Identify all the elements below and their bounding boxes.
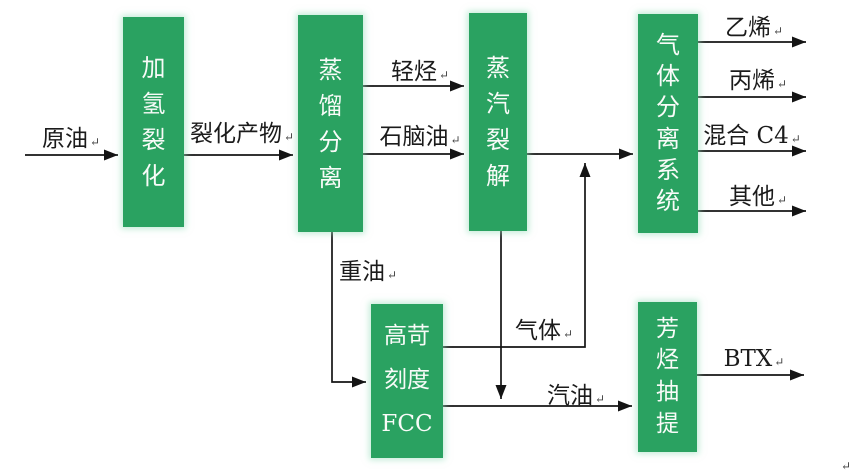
- label-heavy-oil: 重油↵: [330, 252, 406, 286]
- label-heavy-oil-text: 重油: [338, 259, 385, 285]
- label-ethylene-text: 乙烯: [724, 15, 771, 41]
- return-mark-icon: ↵: [283, 130, 295, 144]
- label-propylene: 丙烯↵: [720, 61, 796, 95]
- arrow-heavy-oil-to-fcc: [331, 232, 366, 388]
- return-mark-icon: ↵: [450, 133, 461, 147]
- label-cracking-products: 裂化产物↵: [182, 114, 302, 148]
- return-mark-icon: ↵: [774, 355, 785, 369]
- box-fcc-line-2: 刻度: [384, 367, 430, 394]
- label-others: 其他↵: [720, 177, 796, 211]
- label-others-text: 其他: [728, 184, 775, 210]
- box-steam-cracking-label: 蒸汽裂解: [486, 54, 510, 190]
- box-distillation: 蒸馏分离: [298, 15, 363, 232]
- arrow-fcc-gas-up-to-gas-separation-line: [443, 163, 591, 348]
- label-propylene-text: 丙烯: [728, 68, 775, 94]
- box-fcc-line-3: FCC: [381, 410, 433, 437]
- label-crude-oil: 原油↵: [26, 119, 116, 153]
- box-gas-separation: 气体分离系统: [638, 14, 698, 233]
- label-gas-text: 气体: [514, 318, 561, 344]
- label-btx: BTX↵: [716, 346, 792, 372]
- return-mark-icon: ↵: [841, 459, 852, 473]
- box-fcc-line-1: 高苛: [384, 323, 430, 350]
- label-ethylene: 乙烯↵: [716, 8, 792, 42]
- label-gasoline: 汽油↵: [538, 376, 614, 410]
- label-btx-text: BTX: [723, 346, 773, 372]
- box-aromatics-extraction-label: 芳烃抽提: [656, 315, 679, 437]
- label-cracking-products-text: 裂化产物: [189, 121, 282, 147]
- box-distillation-label: 蒸馏分离: [318, 55, 343, 192]
- label-gas: 气体↵: [506, 311, 582, 345]
- return-mark-icon: ↵: [776, 77, 788, 91]
- box-hydrocracking-label: 加氢裂化: [141, 54, 166, 190]
- label-gasoline-text: 汽油: [546, 383, 593, 409]
- label-naphtha-text: 石脑油: [379, 124, 449, 150]
- return-mark-icon: ↵: [790, 132, 801, 146]
- return-mark-icon: ↵: [776, 193, 788, 207]
- return-mark-icon: ↵: [562, 327, 574, 341]
- return-mark-icon: ↵: [438, 68, 450, 82]
- box-gas-separation-label: 气体分离系统: [656, 30, 680, 215]
- label-light-hydrocarbons-text: 轻烃: [390, 59, 437, 85]
- box-fcc: 高苛 刻度 FCC: [371, 304, 443, 458]
- label-mixed-c4-text: 混合 C4: [703, 123, 789, 149]
- box-steam-cracking: 蒸汽裂解: [469, 13, 527, 231]
- box-aromatics-extraction: 芳烃抽提: [638, 302, 697, 452]
- return-mark-icon: ↵: [89, 135, 101, 149]
- box-fcc-label: 高苛 刻度 FCC: [381, 315, 432, 446]
- label-naphtha: 石脑油↵: [368, 117, 472, 151]
- box-hydrocracking: 加氢裂化: [123, 17, 184, 227]
- label-mixed-c4: 混合 C4↵: [700, 116, 804, 150]
- label-crude-oil-text: 原油: [41, 126, 88, 152]
- return-mark-icon: ↵: [772, 24, 784, 38]
- return-mark-icon: ↵: [594, 392, 606, 406]
- label-light-hydrocarbons: 轻烃↵: [378, 52, 462, 86]
- return-mark-icon: ↵: [386, 268, 398, 282]
